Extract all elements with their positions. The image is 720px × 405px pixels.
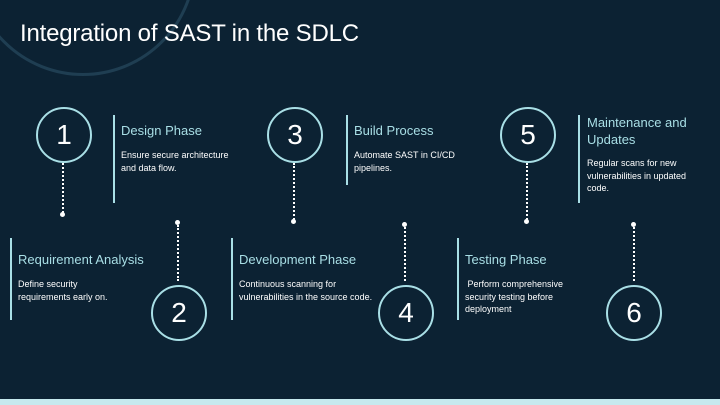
step-6-circle: 6	[606, 285, 662, 341]
bottom-accent-strip	[0, 399, 720, 405]
step-2-circle: 2	[151, 285, 207, 341]
slide-title: Integration of SAST in the SDLC	[20, 20, 359, 47]
step-4-connector	[404, 227, 406, 281]
step-6-title: Maintenance and Updates	[587, 115, 687, 147]
step-1-number: 1	[56, 119, 72, 150]
step-1-description: Define security requirements early on.	[18, 279, 108, 302]
step-3-description: Continuous scanning for vulnerabilities …	[239, 279, 373, 302]
step-2-title: Design Phase	[121, 123, 202, 138]
step-4-title: Build Process	[354, 123, 434, 138]
step-5-number: 5	[520, 119, 536, 150]
step-2-connector-dot	[175, 220, 180, 225]
step-3-connector	[293, 163, 295, 220]
step-5-description: Perform comprehensive security testing b…	[465, 279, 566, 314]
step-4-connector-dot	[402, 222, 407, 227]
step-5-connector	[526, 163, 528, 220]
step-3-title: Development Phase	[239, 252, 357, 267]
step-2-number: 2	[171, 297, 187, 328]
step-3-connector-dot	[291, 219, 296, 224]
step-4-circle: 4	[378, 285, 434, 341]
step-3-circle: 3	[267, 107, 323, 163]
step-5-circle: 5	[500, 107, 556, 163]
step-6-connector-dot	[631, 222, 636, 227]
step-2-connector	[177, 225, 179, 281]
step-6-description: Regular scans for new vulnerabilities in…	[587, 158, 687, 193]
step-1-circle: 1	[36, 107, 92, 163]
step-1-connector	[62, 163, 64, 213]
step-5-connector-dot	[524, 219, 529, 224]
step-6-connector	[633, 227, 635, 281]
step-4-accent-bar	[346, 115, 348, 185]
step-6-number: 6	[626, 297, 642, 328]
step-3-number: 3	[287, 119, 303, 150]
step-2-accent-bar	[113, 115, 115, 203]
step-6-accent-bar	[578, 115, 580, 203]
step-2-description: Ensure secure architecture and data flow…	[121, 150, 229, 173]
step-1-accent-bar	[10, 238, 12, 320]
step-1-title: Requirement Analysis	[18, 252, 144, 267]
step-3-accent-bar	[231, 238, 233, 320]
step-4-number: 4	[398, 297, 414, 328]
step-5-accent-bar	[457, 238, 459, 320]
step-1-connector-dot	[60, 212, 65, 217]
step-5-title: Testing Phase	[465, 252, 547, 267]
step-4-description: Automate SAST in CI/CD pipelines.	[354, 150, 455, 173]
